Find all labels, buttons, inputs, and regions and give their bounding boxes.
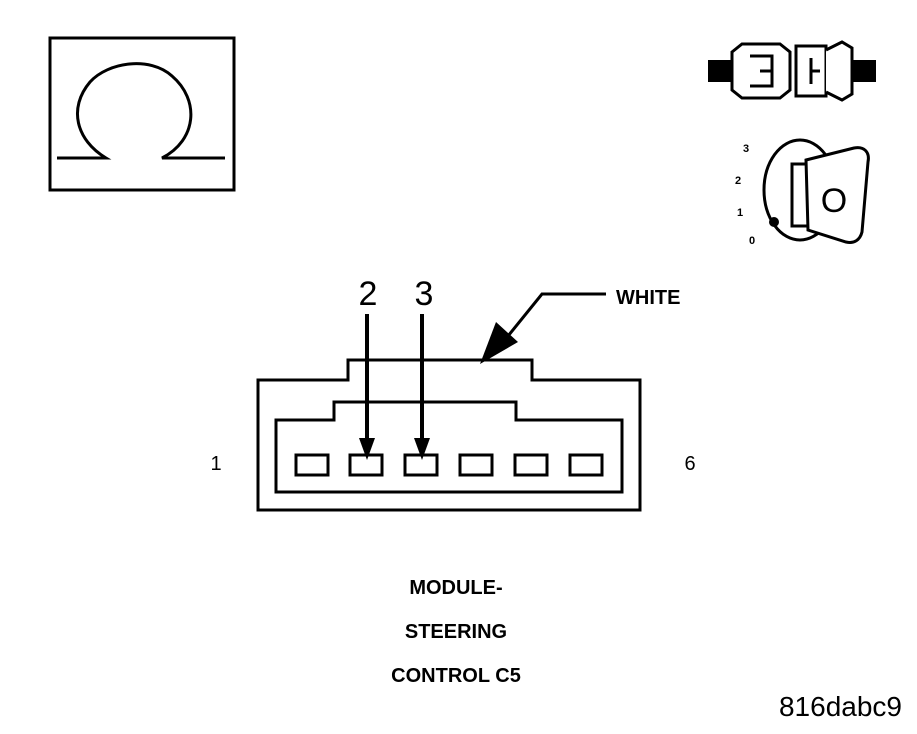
cavity-6 — [568, 453, 604, 477]
color-leader-arrow — [480, 292, 606, 364]
ignition-position-0: 0 — [749, 235, 755, 247]
terminal-cavities — [294, 453, 604, 477]
connector-name-line-1: MODULE- — [409, 577, 502, 599]
ignition-position-2: 2 — [735, 175, 741, 187]
ignition-position-3: 3 — [743, 143, 749, 155]
ohmmeter-icon — [48, 36, 236, 192]
ignition-position-1: 1 — [737, 207, 743, 219]
connector-color-label: WHITE — [616, 287, 680, 309]
ignition-key-label: O — [821, 182, 847, 220]
connector-name-line-2: STEERING — [405, 621, 507, 643]
cavity-5 — [513, 453, 549, 477]
probe-pin-label-2: 2 — [359, 275, 378, 313]
connector-name-line-3: CONTROL C5 — [391, 665, 521, 687]
connector-housing — [256, 358, 642, 512]
cavity-2 — [348, 453, 384, 477]
probe-arrow-pin-2 — [359, 314, 375, 460]
cavity-4 — [458, 453, 494, 477]
figure-id: 816dabc9 — [779, 691, 902, 722]
pin-label-left: 1 — [210, 453, 221, 475]
probe-arrow-pin-3 — [414, 314, 430, 460]
disconnected-connector-icon — [708, 40, 876, 102]
ignition-key-icon: 3 2 1 0 O — [735, 138, 870, 247]
probe-pin-label-3: 3 — [415, 275, 434, 313]
cavity-3 — [403, 453, 439, 477]
pin-label-right: 6 — [684, 453, 695, 475]
cavity-1 — [294, 453, 330, 477]
